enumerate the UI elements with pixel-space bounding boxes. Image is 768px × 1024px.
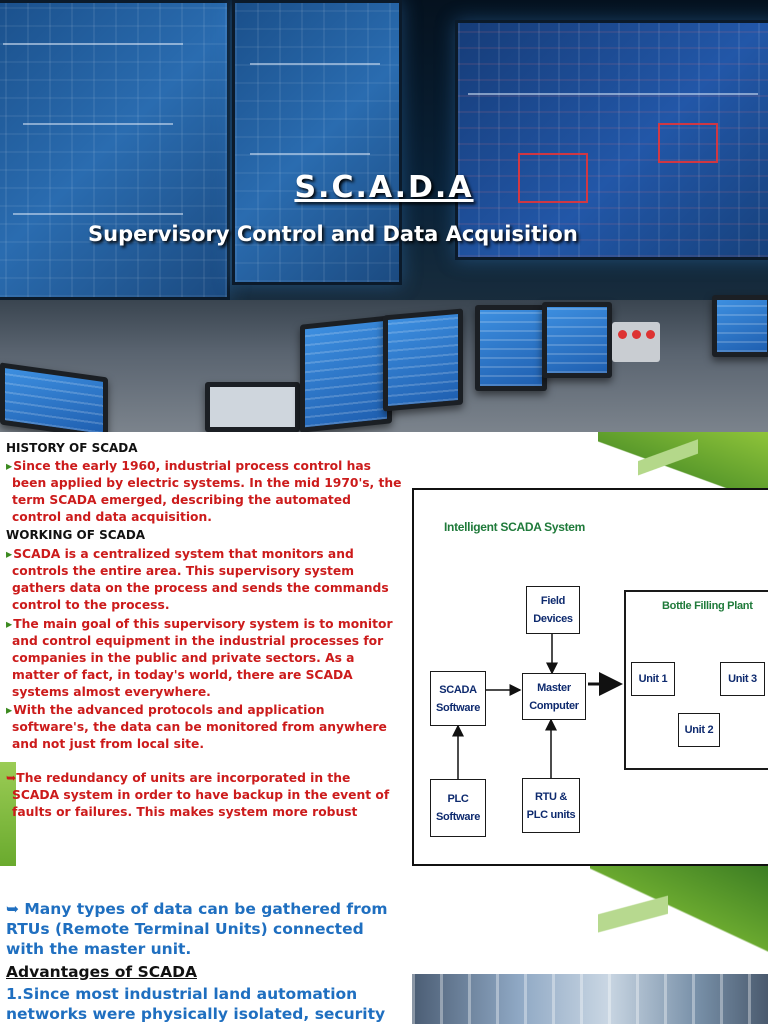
control-panel-buttons [612,322,660,362]
rtu-data-paragraph: ➥ Many types of data can be gathered fro… [6,900,388,958]
green-corner-decoration [638,432,698,482]
desk-monitor [205,382,300,432]
desk-monitor [712,295,768,357]
wall-display-center [232,0,402,285]
desk-monitor [300,315,392,432]
wall-display-left [0,0,230,300]
slide-subtitle: Supervisory Control and Data Acquisition [88,222,578,246]
wall-display-right [455,20,768,260]
plant-title: Bottle Filling Plant [662,600,753,612]
master-computer-box: Master Computer [522,673,586,720]
scada-system-diagram: Intelligent SCADA System Field Devices S… [412,488,768,866]
slide-title: S.C.A.D.A [294,170,474,205]
green-corner-decoration [598,866,668,961]
history-paragraph: Since the early 1960, industrial process… [6,458,401,526]
scada-software-box: SCADA Software [430,671,486,726]
redundancy-paragraph: ➥The redundancy of units are incorporate… [6,771,390,819]
slide-title-hero: S.C.A.D.A Supervisory Control and Data A… [0,0,768,432]
field-devices-box: Field Devices [526,586,580,634]
unit-3-box: Unit 3 [720,662,765,696]
green-side-decoration [0,762,16,866]
bottle-filling-plant-box: Bottle Filling Plant Unit 1 Unit 3 Unit … [624,590,768,770]
rtu-plc-units-box: RTU & PLC units [522,778,580,833]
unit-1-box: Unit 1 [631,662,675,696]
working-paragraph-2: The main goal of this supervisory system… [6,616,393,701]
slide-advantages: ➥ Many types of data can be gathered fro… [0,866,768,1024]
industrial-photo [412,974,768,1024]
working-paragraph-3: With the advanced protocols and applicat… [6,702,387,753]
plc-software-box: PLC Software [430,779,486,837]
working-paragraph-1: SCADA is a centralized system that monit… [6,546,389,614]
diagram-title: Intelligent SCADA System [444,520,586,534]
desk-monitor [542,302,612,378]
desk-monitor [475,305,547,391]
slide-history-working: HISTORY OF SCADA Since the early 1960, i… [0,432,768,866]
diagram-arrows [452,634,623,779]
advantages-heading: Advantages of SCADA [6,963,197,981]
unit-2-box: Unit 2 [678,713,720,747]
advantage-point-1: 1.Since most industrial land automation … [6,985,386,1023]
desk-monitor [383,308,463,412]
history-heading: HISTORY OF SCADA [6,441,138,455]
working-heading: WORKING OF SCADA [6,528,146,542]
